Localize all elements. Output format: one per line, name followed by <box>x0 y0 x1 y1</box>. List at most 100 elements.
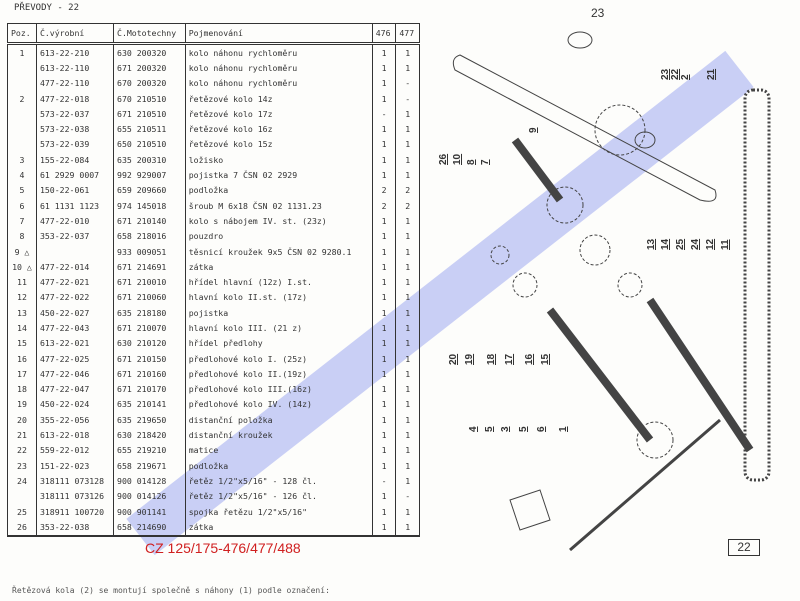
cell-pos: 2 <box>7 90 37 107</box>
parts-table: Poz. Č.výrobní Č.Mototechny Pojmenování … <box>7 23 420 537</box>
cell-qty-476: 1 <box>371 335 397 351</box>
callout-label: 21 <box>706 68 717 80</box>
col-moto: Č.Mototechny <box>113 23 186 45</box>
exploded-diagram <box>452 31 771 552</box>
cell-pos: 13 <box>7 305 37 321</box>
cell-moto: 655 210511 <box>113 121 186 137</box>
cell-qty-477: 1 <box>395 106 420 122</box>
cell-moto: 630 210120 <box>113 335 186 351</box>
cell-pos: 15 <box>7 335 37 351</box>
cell-qty-477: 1 <box>395 473 420 489</box>
cell-qty-476: 1 <box>371 503 397 520</box>
callout-label: 5 <box>484 426 495 432</box>
cell-prod: 613-22-110 <box>35 60 115 76</box>
cell-name: těsnicí kroužek 9x5 ČSN 02 9280.1 <box>184 243 373 260</box>
cell-qty-476: 1 <box>371 396 397 413</box>
cell-qty-477: 1 <box>395 228 420 244</box>
cell-name: řetězové kolo 17z <box>184 106 373 122</box>
callout-label: 2 <box>680 74 691 80</box>
cell-prod: 61 1131 1123 <box>35 197 115 214</box>
nut-part <box>567 31 593 49</box>
footer-note: Řetězová kola (2) se montují společně s … <box>12 586 330 595</box>
callout-label: 19 <box>464 353 475 365</box>
cell-name: matice <box>184 442 373 459</box>
cell-qty-476: 1 <box>371 136 397 153</box>
cell-name: ložisko <box>184 152 373 168</box>
cell-pos <box>7 136 37 153</box>
cell-qty-477: 1 <box>395 458 420 474</box>
main-shaft-part <box>511 137 564 203</box>
cell-name: hřídel předlohy <box>184 335 373 351</box>
cell-qty-477: 1 <box>395 366 420 382</box>
callout-label: 26 <box>438 153 449 165</box>
cell-qty-476: 1 <box>371 152 397 168</box>
cell-qty-476: 1 <box>371 442 397 459</box>
cell-moto: 900 901141 <box>113 503 186 520</box>
cell-prod: 613-22-210 <box>35 43 115 61</box>
cell-qty-476: - <box>371 106 397 122</box>
cell-pos: 24 <box>7 473 37 489</box>
cell-pos: 23 <box>7 458 37 474</box>
cell-prod <box>35 243 115 260</box>
callout-label: 20 <box>448 353 459 365</box>
cell-qty-476: 1 <box>371 381 397 397</box>
callout-label: 13 <box>646 238 657 250</box>
cell-prod: 613-22-018 <box>35 427 115 443</box>
cell-qty-476: 1 <box>371 43 397 61</box>
cell-prod: 573-22-038 <box>35 121 115 137</box>
cell-name: kolo náhonu rychloměru <box>184 43 373 61</box>
cell-pos: 1 <box>7 43 37 61</box>
cell-qty-477: 1 <box>395 259 420 275</box>
cell-pos: 18 <box>7 381 37 397</box>
cell-qty-476: 1 <box>371 60 397 76</box>
cell-qty-477: 1 <box>395 121 420 137</box>
cell-qty-477: 1 <box>395 136 420 153</box>
cell-qty-476: 1 <box>371 458 397 474</box>
cell-moto: 655 219210 <box>113 442 186 459</box>
cell-name: řetězové kolo 16z <box>184 121 373 137</box>
cell-moto: 671 214691 <box>113 259 186 275</box>
cell-prod: 559-22-012 <box>35 442 115 459</box>
cell-qty-476: 1 <box>371 366 397 382</box>
cell-moto: 630 218420 <box>113 427 186 443</box>
col-477: 477 <box>395 23 420 45</box>
cell-qty-476: 1 <box>371 320 397 336</box>
cell-name: předlohové kolo IV. (14z) <box>184 396 373 413</box>
cell-moto: 671 210060 <box>113 289 186 306</box>
cell-pos: 19 <box>7 396 37 413</box>
cell-prod: 61 2929 0007 <box>35 167 115 183</box>
cell-name: zátka <box>184 519 373 537</box>
page-number: 23 <box>591 6 605 20</box>
cell-name: hlavní kolo II.st. (17z) <box>184 289 373 306</box>
cell-pos: 4 <box>7 167 37 183</box>
cell-prod: 318111 073128 <box>35 473 115 489</box>
cell-name: předlohové kolo II.(19z) <box>184 366 373 382</box>
cell-name: podložka <box>184 182 373 198</box>
callout-label: 17 <box>504 353 515 365</box>
cell-prod: 477-22-046 <box>35 366 115 382</box>
section-title: PŘEVODY - 22 <box>14 3 80 13</box>
callout-label: 18 <box>486 353 497 365</box>
cell-pos: 9 △ <box>7 243 37 260</box>
cell-pos: 12 <box>7 289 37 306</box>
cell-qty-477: 1 <box>395 152 420 168</box>
cell-prod: 573-22-037 <box>35 106 115 122</box>
cell-qty-477: - <box>395 90 420 107</box>
cell-qty-477: 1 <box>395 412 420 428</box>
cell-moto: 635 210141 <box>113 396 186 413</box>
cell-qty-476: 1 <box>371 274 397 290</box>
cell-name: kolo náhonu rychloměru <box>184 75 373 91</box>
cell-moto: 933 009051 <box>113 243 186 260</box>
cell-qty-477: 2 <box>395 197 420 214</box>
cell-prod: 353-22-038 <box>35 519 115 537</box>
